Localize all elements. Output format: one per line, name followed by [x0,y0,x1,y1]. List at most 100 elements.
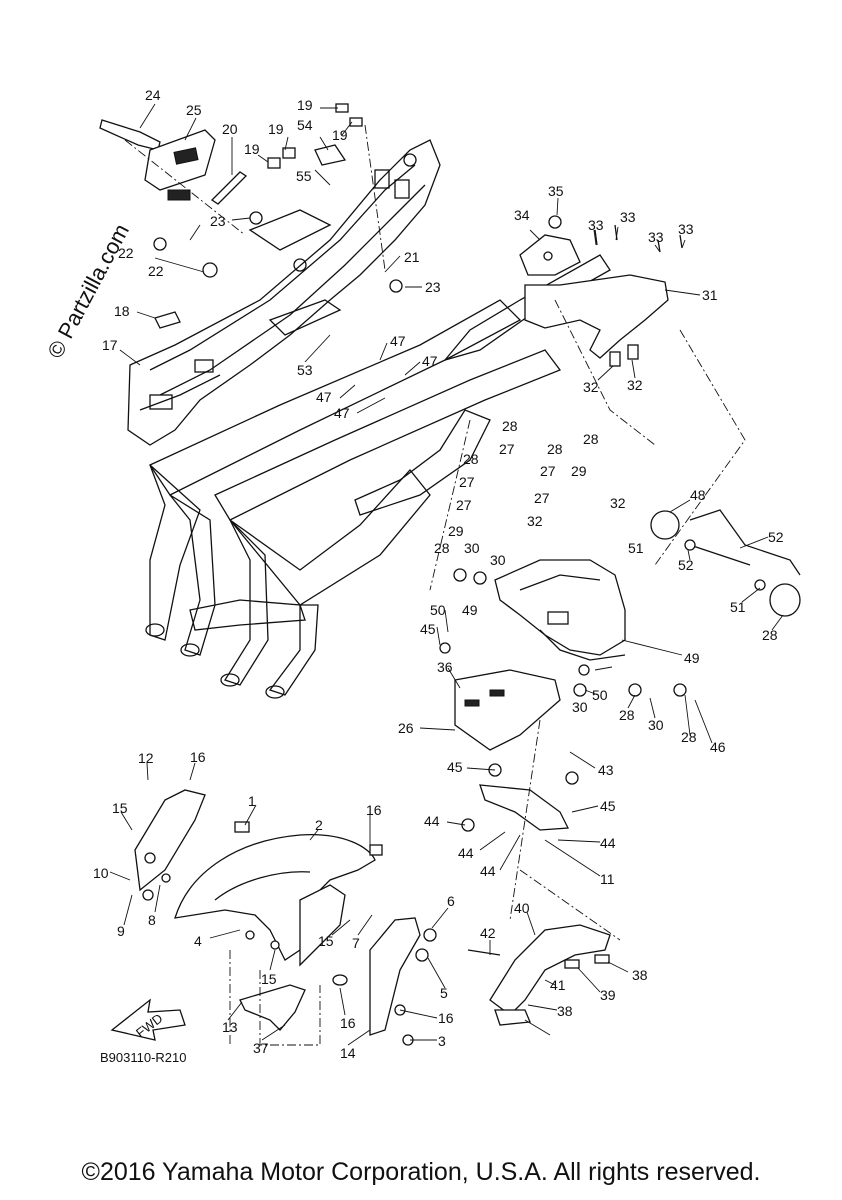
callout-label: 53 [297,362,313,378]
callout-label: 6 [447,893,455,909]
callout-label: 46 [710,739,726,755]
callout-label: 41 [550,977,566,993]
callout-label: 42 [480,925,496,941]
callout-label: 23 [425,279,441,295]
callout-label: 1 [248,793,256,809]
callout-label: 52 [678,557,694,573]
callout-label: 28 [434,540,450,556]
callout-label: 27 [456,497,472,513]
callout-label: 45 [420,621,436,637]
callout-label: 15 [112,800,128,816]
callout-label: 32 [610,495,626,511]
callout-label: 26 [398,720,414,736]
lower-bracket-illustration [467,924,611,1026]
diagram-part-number: B903110-R210 [100,1050,187,1065]
callout-label: 4 [194,933,202,949]
callout-label: 28 [762,627,778,643]
callout-label: 37 [253,1040,269,1056]
callout-label: 33 [620,209,636,225]
callout-label: 32 [527,513,543,529]
reflector-illustration [650,509,801,617]
callout-label: 28 [547,441,563,457]
top-left-small-parts [99,103,403,329]
callout-label: 31 [702,287,718,303]
fwd-arrow: FWD [110,998,186,1041]
callout-label: 27 [459,474,475,490]
callout-label: 22 [118,245,134,261]
rear-fender-illustration [519,215,683,367]
callout-label: 3 [438,1033,446,1049]
callout-label: 44 [480,863,496,879]
callout-label: 45 [600,798,616,814]
callout-label: 45 [447,759,463,775]
callout-label: 23 [210,213,226,229]
callout-label: 21 [404,249,420,265]
callout-label: 33 [648,229,664,245]
callout-label: 16 [190,749,206,765]
callout-label: 34 [514,207,530,223]
callout-label: 27 [540,463,556,479]
callout-label: 44 [458,845,474,861]
callout-label: 47 [422,353,438,369]
watermark: © Partzilla.com [42,220,134,363]
callout-label: 32 [583,379,599,395]
callout-label: 49 [684,650,700,666]
callout-label: 33 [678,221,694,237]
callout-label: 19 [244,141,260,157]
callout-label: 51 [628,540,644,556]
callout-label: 40 [514,900,530,916]
callout-leaders [109,103,784,1046]
callout-label: 25 [186,102,202,118]
seat-tray-illustration [127,139,441,446]
callout-label: 33 [588,217,604,233]
callout-label: 12 [138,750,154,766]
callout-label: 20 [222,121,238,137]
callout-label: 18 [114,303,130,319]
assembly-guides [124,124,746,1046]
callout-label: 2 [315,817,323,833]
callout-label: 47 [390,333,406,349]
callout-label: 55 [296,168,312,184]
callout-label: 50 [430,602,446,618]
callout-label: 35 [548,183,564,199]
callout-label: 47 [334,405,350,421]
callout-label: 47 [316,389,332,405]
callout-label: 32 [627,377,643,393]
copyright-footer: ©2016 Yamaha Motor Corporation, U.S.A. A… [81,1158,761,1186]
callout-label: 16 [340,1015,356,1031]
front-fender-illustration [134,789,437,1046]
callout-label: 43 [598,762,614,778]
callout-label: 49 [462,602,478,618]
callout-label: 29 [448,523,464,539]
callout-label: 8 [148,912,156,928]
callout-label: 16 [366,802,382,818]
callout-label: 52 [768,529,784,545]
callout-label: 39 [600,987,616,1003]
callout-label: 5 [440,985,448,1001]
callout-label: 14 [340,1045,356,1061]
callout-label: 27 [534,490,550,506]
callout-label: 29 [571,463,587,479]
callout-label: 19 [268,121,284,137]
bracket-43-illustration [461,763,579,832]
callout-label: 7 [352,935,360,951]
callout-label: 28 [463,451,479,467]
callout-label: 30 [648,717,664,733]
callout-label: 36 [437,659,453,675]
callout-label: 9 [117,923,125,939]
callout-label: 15 [261,971,277,987]
callout-label: 19 [332,127,348,143]
callout-label: 10 [93,865,109,881]
rear-frame-illustration [145,254,611,699]
callout-label: 38 [557,1003,573,1019]
callout-label: 28 [619,707,635,723]
callout-labels: 24 25 20 19 19 54 19 19 55 23 22 22 21 2… [93,87,784,1061]
callout-label: 19 [297,97,313,113]
callout-label: 17 [102,337,118,353]
callout-label: 48 [690,487,706,503]
callout-label: 50 [592,687,608,703]
callout-label: 30 [572,699,588,715]
callout-label: 27 [499,441,515,457]
callout-label: 22 [148,263,164,279]
